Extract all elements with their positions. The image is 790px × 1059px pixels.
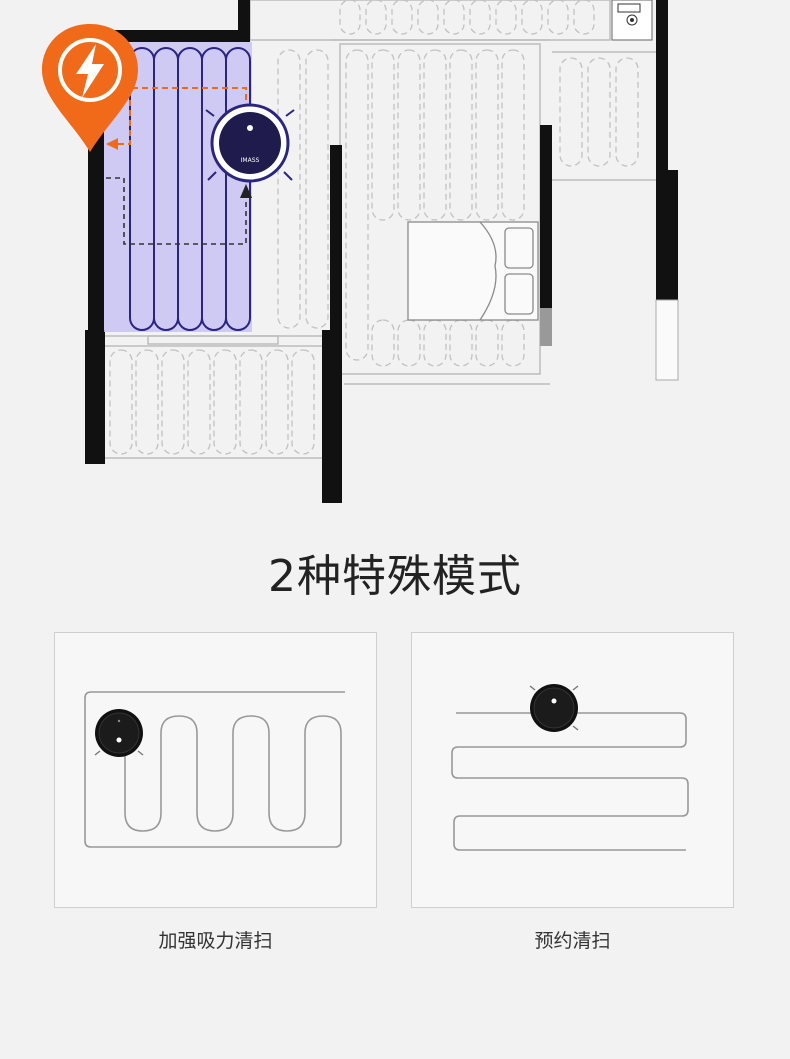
zigzag-path-icon	[451, 684, 689, 851]
boost-suction-mode-card	[54, 632, 377, 908]
boost-suction-mode-label: 加强吸力清扫	[158, 930, 273, 952]
stove-icon	[611, 0, 653, 41]
serpentine-path-icon	[84, 691, 345, 848]
robot-vacuum-icon	[529, 684, 579, 732]
robot-path	[129, 47, 251, 331]
bed-icon	[407, 221, 539, 321]
scheduled-cleaning-mode-card	[411, 632, 734, 908]
floor-plan-illustration: IMASS	[0, 0, 790, 510]
robot-vacuum-icon: IMASS	[205, 103, 295, 183]
location-pin-icon	[42, 24, 138, 152]
scheduled-cleaning-mode-label: 预约清扫	[534, 930, 611, 952]
floor-plan-map: IMASS	[42, 0, 679, 503]
robot-vacuum-icon	[94, 709, 144, 757]
lightning-bolt-icon	[76, 44, 104, 98]
svg-text:IMASS: IMASS	[241, 157, 260, 164]
section-title: 2种特殊模式	[268, 551, 522, 602]
